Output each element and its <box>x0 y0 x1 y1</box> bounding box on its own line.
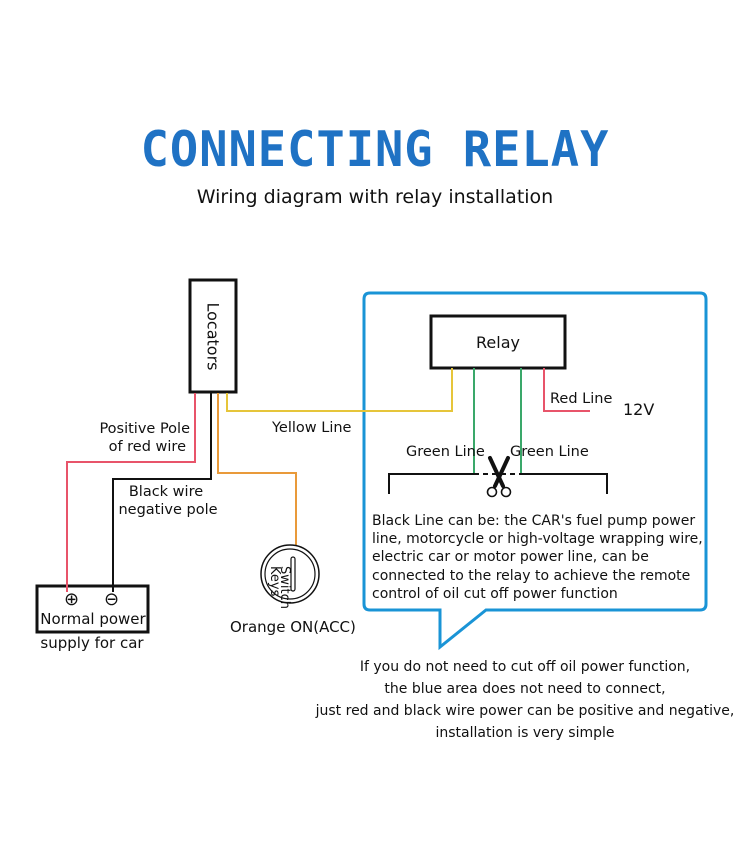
note-line-2: the blue area does not need to connect, <box>384 681 666 697</box>
positive-terminal-icon: ⊕ <box>64 589 80 610</box>
relay-label: Relay <box>476 332 520 352</box>
page-subtitle: Wiring diagram with relay installation <box>196 186 554 208</box>
cut-line-right <box>521 473 608 494</box>
scissors-icon <box>486 456 512 498</box>
red-wire <box>66 393 196 592</box>
voltage-label: 12V <box>623 400 655 419</box>
relay-red-wire <box>543 368 590 412</box>
locator-box <box>188 278 238 394</box>
red-line-label: Red Line <box>550 391 613 407</box>
note-line-4: installation is very simple <box>435 725 615 741</box>
positive-pole-label-2: of red wire <box>108 439 186 455</box>
positive-pole-label-1: Positive Pole <box>99 421 190 437</box>
yellow-wire <box>226 368 453 412</box>
power-supply-box <box>35 584 150 634</box>
note-line-3: just red and black wire power can be pos… <box>315 703 735 719</box>
negative-terminal-icon: ⊖ <box>104 589 120 610</box>
installation-note: If you do not need to cut off oil power … <box>290 656 750 744</box>
black-wire-label-2: negative pole <box>118 502 218 518</box>
key-switch-icon <box>260 544 320 604</box>
locator-label: Locators <box>190 280 236 392</box>
black-wire-label-1: Black wire <box>128 484 204 500</box>
orange-wire <box>217 393 297 545</box>
power-supply-label: Normal power <box>40 610 146 628</box>
page-title: CONNECTING RELAY <box>140 120 610 179</box>
power-supply-sublabel: supply for car <box>40 634 144 652</box>
yellow-line-label: Yellow Line <box>272 420 352 436</box>
callout-bubble <box>362 291 708 651</box>
key-switch-caption: Orange ON(ACC) <box>230 618 356 636</box>
green-line-left-label: Green Line <box>406 444 485 460</box>
black-wire <box>112 393 212 592</box>
callout-text: Black Line can be: the CAR's fuel pump p… <box>372 513 703 602</box>
green-line-right-label: Green Line <box>510 444 589 460</box>
locator-label-text: Locators <box>203 302 223 370</box>
relay-box <box>429 314 567 370</box>
key-switch-label-keys: Keys <box>267 566 282 597</box>
cut-line-left <box>388 473 474 494</box>
note-line-1: If you do not need to cut off oil power … <box>359 659 691 675</box>
